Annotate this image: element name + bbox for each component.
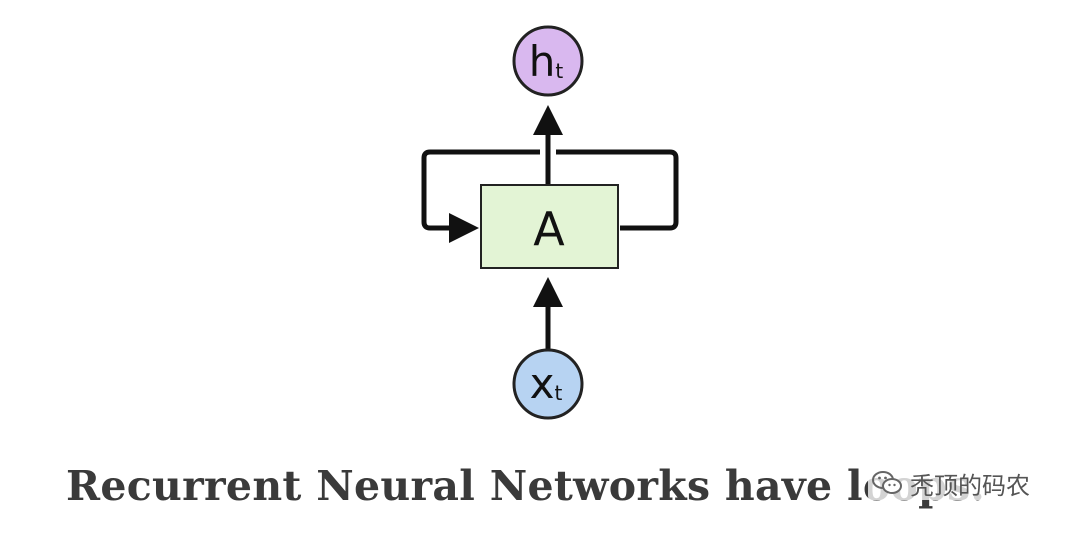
output-subscript: t [555, 59, 563, 83]
rnn-cell-label: A [533, 202, 565, 256]
watermark: 秃顶的码农 [868, 466, 1036, 500]
wechat-icon [872, 470, 902, 496]
figure-caption: Recurrent Neural Networks have loops. [66, 462, 986, 510]
output-node [512, 25, 584, 97]
input-subscript: t [555, 381, 563, 405]
watermark-text: 秃顶的码农 [910, 471, 1030, 500]
output-node-label: ht [529, 37, 564, 86]
recurrent-loop-arrow [421, 149, 679, 228]
output-symbol: h [529, 37, 556, 86]
input-symbol: x [530, 359, 555, 408]
input-node-label: xt [530, 359, 563, 408]
input-node [512, 348, 584, 420]
rnn-cell-box [480, 184, 619, 269]
